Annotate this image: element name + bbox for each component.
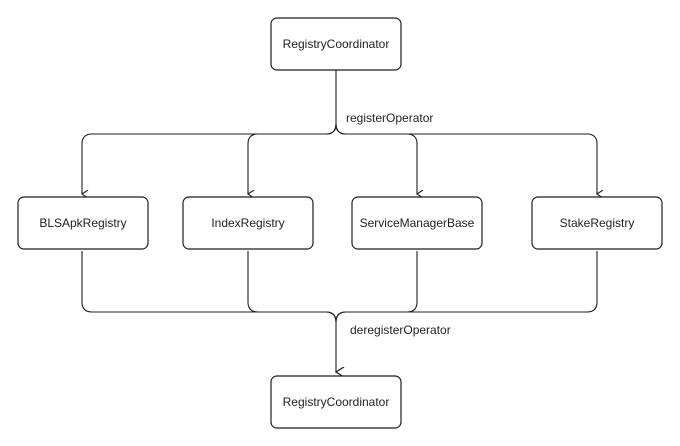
node-registry-coordinator-top: RegistryCoordinator	[270, 17, 402, 71]
deregister-edges	[81, 251, 598, 372]
register-operator-label: registerOperator	[346, 111, 433, 125]
node-label: RegistryCoordinator	[283, 37, 390, 51]
node-label: IndexRegistry	[211, 216, 284, 230]
node-label: ServiceManagerBase	[360, 216, 475, 230]
edge-deregister-blsapk	[81, 251, 337, 323]
node-label: BLSApkRegistry	[39, 216, 126, 230]
node-registry-coordinator-bottom: RegistryCoordinator	[270, 375, 402, 429]
edge-deregister-stake	[335, 251, 598, 323]
node-blsapk-registry: BLSApkRegistry	[17, 196, 149, 250]
edge-register-stake	[335, 123, 597, 194]
edge-deregister-index	[247, 251, 337, 323]
edge-register-index	[248, 123, 337, 194]
register-edges	[82, 70, 597, 194]
deregister-operator-label: deregisterOperator	[350, 323, 451, 337]
edge-deregister-servicemanager	[335, 251, 418, 323]
node-index-registry: IndexRegistry	[182, 196, 314, 250]
node-label: RegistryCoordinator	[283, 395, 390, 409]
node-label: StakeRegistry	[560, 216, 635, 230]
node-service-manager-base: ServiceManagerBase	[351, 196, 483, 250]
node-stake-registry: StakeRegistry	[531, 196, 663, 250]
